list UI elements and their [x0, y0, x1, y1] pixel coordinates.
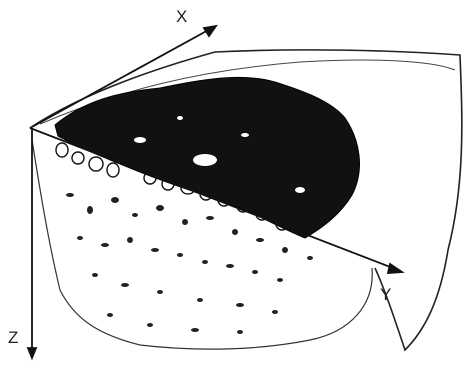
y-axis-arrowhead	[388, 264, 402, 273]
z-axis-arrowhead	[28, 348, 36, 358]
y-axis-label: Y	[380, 285, 391, 304]
z-axis-label: Z	[8, 328, 18, 347]
x-axis-arrowhead	[204, 26, 216, 36]
x-axis-label: X	[176, 7, 187, 26]
